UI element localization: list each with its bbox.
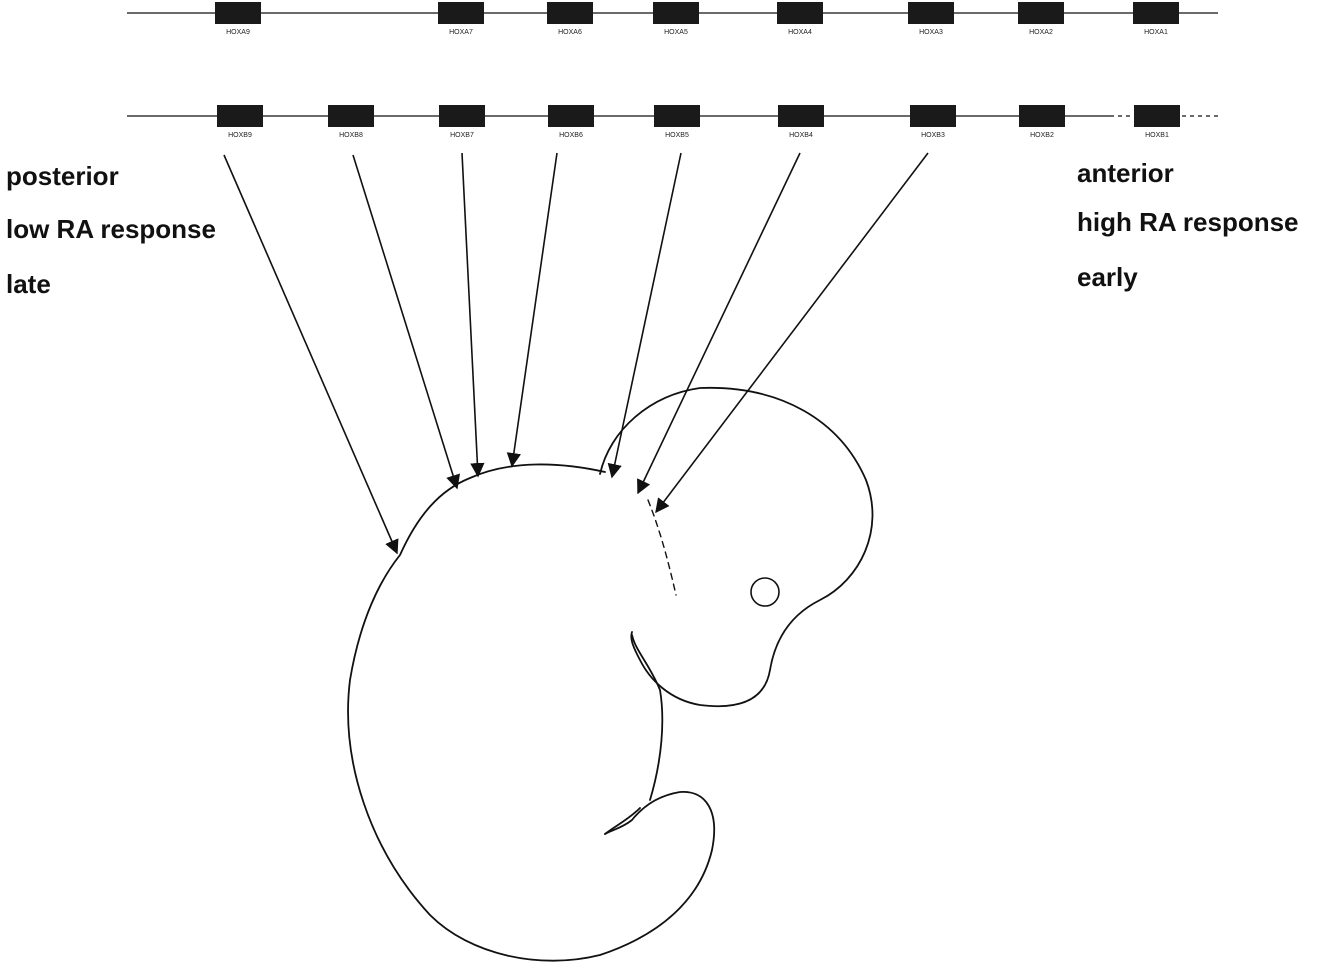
embryo-body-outline	[348, 464, 714, 960]
embryo-eye	[751, 578, 779, 606]
embryo-head-outline	[600, 388, 872, 706]
gene-box-hoxb7	[439, 105, 485, 127]
gene-box-hoxb3	[910, 105, 956, 127]
gene-label-hoxa9: HOXA9	[226, 29, 250, 36]
gene-box-hoxa5	[653, 2, 699, 24]
gene-box-hoxb4	[778, 105, 824, 127]
hoxb-cluster: HOXB9 HOXB8 HOXB7 HOXB6 HOXB5 HOXB4 HOXB3 HOXB2…	[127, 105, 1222, 139]
gene-box-hoxb1	[1134, 105, 1180, 127]
gene-box-hoxa6	[547, 2, 593, 24]
gene-label-hoxb7: HOXB7	[450, 132, 474, 139]
gene-label-hoxa5: HOXA5	[664, 29, 688, 36]
gene-box-hoxb2	[1019, 105, 1065, 127]
label-early: early	[1077, 264, 1138, 290]
label-late: late	[6, 271, 51, 297]
gene-label-hoxb3: HOXB3	[921, 132, 945, 139]
gene-label-hoxb6: HOXB6	[559, 132, 583, 139]
gene-label-hoxa3: HOXA3	[919, 29, 943, 36]
gene-label-hoxb8: HOXB8	[339, 132, 363, 139]
expression-arrows	[224, 153, 928, 553]
gene-box-hoxa2	[1018, 2, 1064, 24]
arrow-hoxb3	[656, 153, 928, 512]
gene-box-hoxb6	[548, 105, 594, 127]
gene-label-hoxa1: HOXA1	[1144, 29, 1168, 36]
embryo-drawing	[348, 388, 872, 961]
gene-box-hoxa3	[908, 2, 954, 24]
hoxa-cluster: HOXA9 HOXA7 HOXA6 HOXA5 HOXA4 HOXA3 HOXA2 HOXA1	[127, 2, 1218, 36]
gene-box-hoxa4	[777, 2, 823, 24]
arrow-hoxb7	[462, 153, 478, 476]
label-high-ra-response: high RA response	[1077, 209, 1299, 235]
arrow-hoxb4	[638, 153, 800, 493]
arrow-hoxb6	[512, 153, 557, 466]
embryo-neck-dashed	[648, 500, 676, 595]
gene-label-hoxb2: HOXB2	[1030, 132, 1054, 139]
gene-label-hoxa4: HOXA4	[788, 29, 812, 36]
embryo-tail-tip	[605, 808, 640, 834]
gene-label-hoxb1: HOXB1	[1145, 132, 1169, 139]
gene-label-hoxb5: HOXB5	[665, 132, 689, 139]
gene-label-hoxb9: HOXB9	[228, 132, 252, 139]
label-low-ra-response: low RA response	[6, 216, 216, 242]
gene-box-hoxb9	[217, 105, 263, 127]
gene-label-hoxa7: HOXA7	[449, 29, 473, 36]
arrow-hoxb8	[353, 155, 457, 488]
gene-box-hoxa9	[215, 2, 261, 24]
gene-label-hoxa6: HOXA6	[558, 29, 582, 36]
gene-label-hoxb4: HOXB4	[789, 132, 813, 139]
gene-box-hoxb5	[654, 105, 700, 127]
gene-box-hoxa7	[438, 2, 484, 24]
label-posterior: posterior	[6, 163, 119, 189]
embryo-belly-curve	[632, 635, 662, 800]
gene-box-hoxa1	[1133, 2, 1179, 24]
gene-label-hoxa2: HOXA2	[1029, 29, 1053, 36]
label-anterior: anterior	[1077, 160, 1174, 186]
gene-box-hoxb8	[328, 105, 374, 127]
